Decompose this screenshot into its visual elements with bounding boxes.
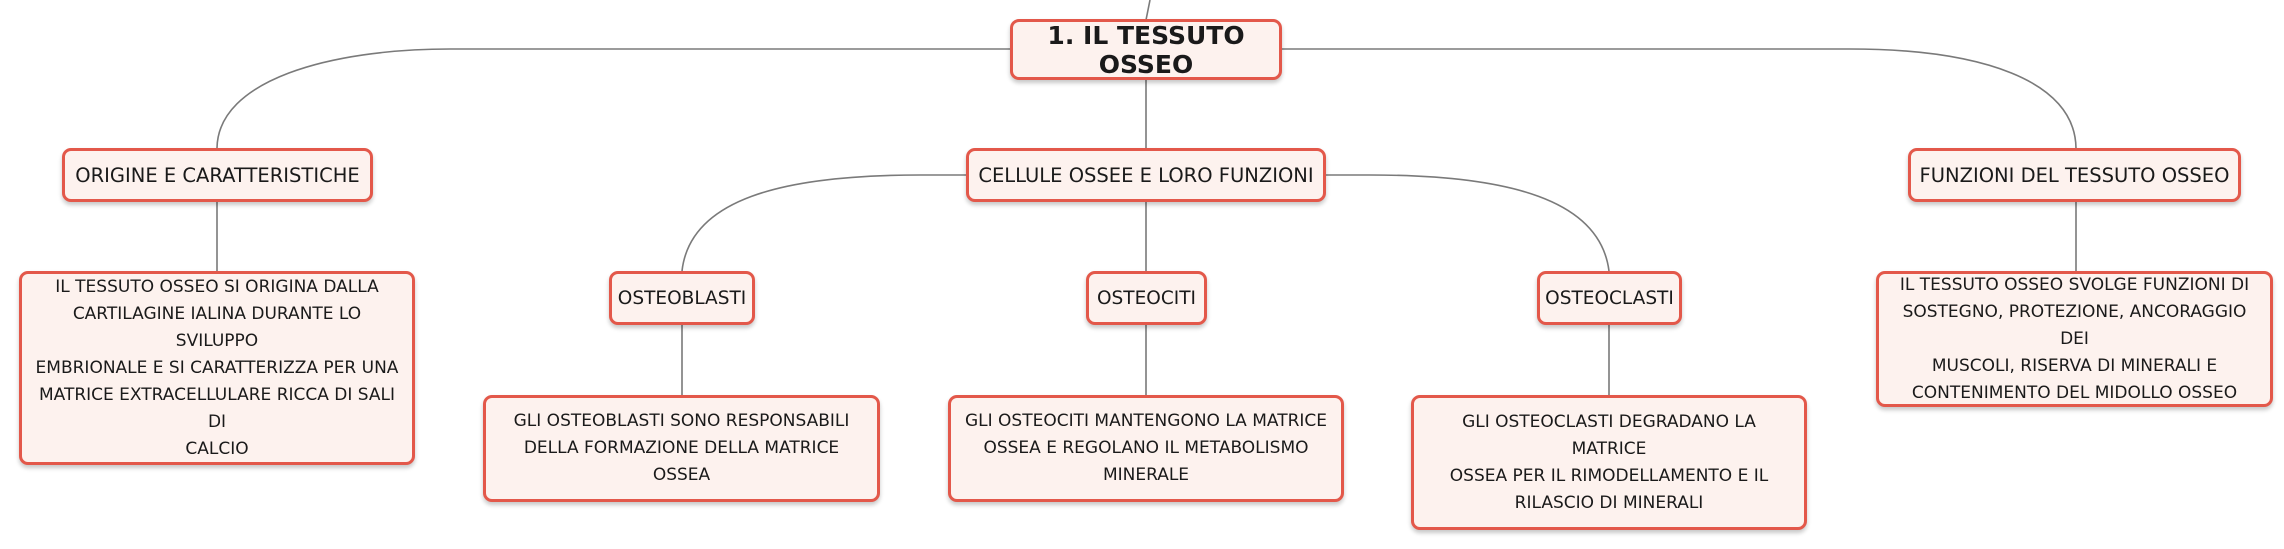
connector-cells-osteoblasts: [681, 174, 966, 272]
detail-line: CONTENIMENTO DEL MIDOLLO OSSEO: [1911, 382, 2238, 403]
root-topic-node[interactable]: 1. IL TESSUTO OSSEO: [1010, 19, 1282, 80]
detail-osteoclasts-node[interactable]: GLI OSTEOCLASTI DEGRADANO LA MATRICE OSS…: [1411, 395, 1807, 530]
detail-line: GLI OSTEOCITI MANTENGONO LA MATRICE: [964, 411, 1328, 431]
detail-line: GLI OSTEOCLASTI DEGRADANO LA MATRICE: [1462, 411, 1756, 459]
connector-cells-osteoclasts: [1325, 174, 1610, 272]
subtopic-osteoclasts-label: OSTEOCLASTI: [1545, 287, 1674, 309]
connector-parent-root: [1145, 0, 1151, 21]
detail-line: CARTILAGINE IALINA DURANTE LO SVILUPPO: [72, 303, 362, 351]
subtopic-osteoblasts-node[interactable]: OSTEOBLASTI: [609, 271, 755, 325]
detail-origin-node[interactable]: IL TESSUTO OSSEO SI ORIGINA DALLA CARTIL…: [19, 271, 415, 465]
detail-line: SOSTEGNO, PROTEZIONE, ANCORAGGIO DEI: [1902, 301, 2247, 349]
subtopic-osteoblasts-label: OSTEOBLASTI: [617, 287, 747, 309]
detail-line: MATRICE EXTRACELLULARE RICCA DI SALI DI: [38, 384, 396, 432]
detail-line: EMBRIONALE E SI CARATTERIZZA PER UNA: [35, 357, 399, 378]
detail-osteoblasts-node[interactable]: GLI OSTEOBLASTI SONO RESPONSABILI DELLA …: [483, 395, 880, 502]
topic-cells-node[interactable]: CELLULE OSSEE E LORO FUNZIONI: [966, 148, 1326, 202]
root-topic-label: 1. IL TESSUTO OSSEO: [1047, 20, 1245, 79]
detail-line: OSSEA PER IL RIMODELLAMENTO E IL: [1449, 465, 1769, 486]
detail-functions-node[interactable]: IL TESSUTO OSSEO SVOLGE FUNZIONI DI SOST…: [1876, 271, 2273, 407]
detail-line: MUSCOLI, RISERVA DI MINERALI E: [1931, 355, 2218, 376]
connector-root-functions: [1281, 48, 2077, 149]
subtopic-osteocytes-label: OSTEOCITI: [1097, 287, 1196, 309]
topic-functions-label: FUNZIONI DEL TESSUTO OSSEO: [1919, 163, 2230, 187]
detail-line: GLI OSTEOBLASTI SONO RESPONSABILI: [513, 411, 850, 431]
detail-line: IL TESSUTO OSSEO SI ORIGINA DALLA: [55, 276, 379, 297]
detail-line: IL TESSUTO OSSEO SVOLGE FUNZIONI DI: [1899, 274, 2250, 295]
detail-line: MINERALE: [1102, 465, 1190, 485]
detail-line: CALCIO: [185, 438, 249, 459]
topic-cells-label: CELLULE OSSEE E LORO FUNZIONI: [978, 163, 1314, 187]
detail-line: DELLA FORMAZIONE DELLA MATRICE OSSEA: [523, 438, 840, 485]
connector-root-origin: [216, 48, 1012, 149]
topic-origin-label: ORIGINE E CARATTERISTICHE: [75, 163, 360, 187]
topic-functions-node[interactable]: FUNZIONI DEL TESSUTO OSSEO: [1908, 148, 2241, 202]
subtopic-osteocytes-node[interactable]: OSTEOCITI: [1086, 271, 1207, 325]
detail-line: OSSEA E REGOLANO IL METABOLISMO: [983, 438, 1309, 458]
detail-line: RILASCIO DI MINERALI: [1514, 492, 1704, 513]
topic-origin-node[interactable]: ORIGINE E CARATTERISTICHE: [62, 148, 373, 202]
subtopic-osteoclasts-node[interactable]: OSTEOCLASTI: [1537, 271, 1682, 325]
detail-osteocytes-node[interactable]: GLI OSTEOCITI MANTENGONO LA MATRICE OSSE…: [948, 395, 1344, 502]
